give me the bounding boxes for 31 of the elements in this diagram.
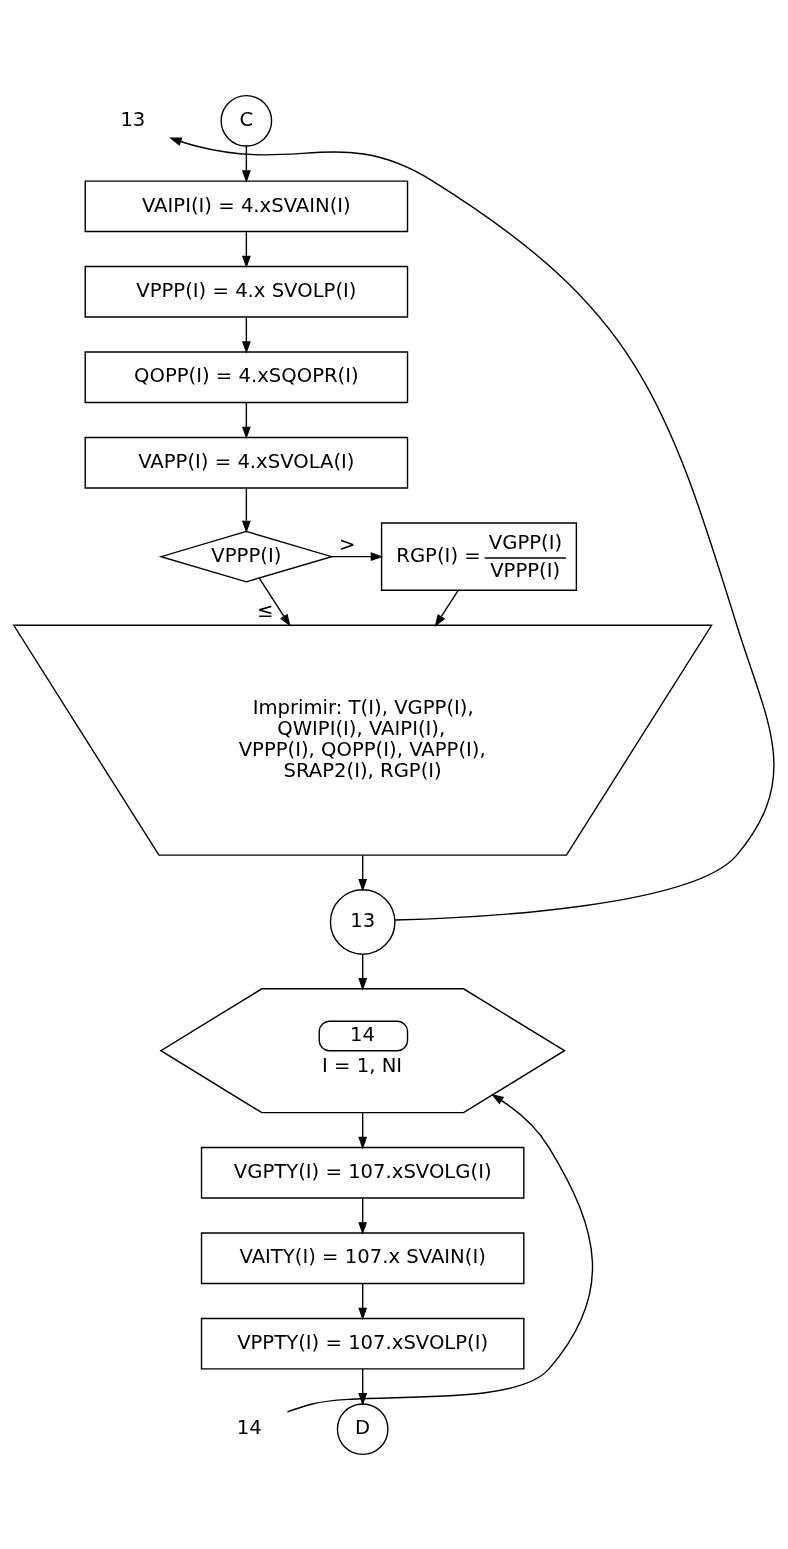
arrow <box>434 589 459 627</box>
node-box: VGPTY(I) = 107.xSVOLG(I) <box>200 1146 525 1199</box>
arrow <box>169 136 775 921</box>
node-text: 14 <box>236 1415 262 1439</box>
arrow <box>358 854 368 892</box>
node-box: VPPP(I) = 4.x SVOLP(I) <box>84 265 409 318</box>
arrow <box>241 230 251 268</box>
node-box: VAIPI(I) = 4.xSVAIN(I) <box>84 179 409 232</box>
arrow <box>358 1282 368 1320</box>
arrow <box>358 1111 368 1149</box>
node-circle: 13 <box>329 888 396 955</box>
arrow <box>241 486 251 533</box>
arrow <box>358 1196 368 1235</box>
node-circle: D <box>336 1402 389 1455</box>
arrow <box>331 551 384 561</box>
node-box: VAITY(I) = 107.x SVAIN(I) <box>200 1231 525 1284</box>
node-box: VPPTY(I) = 107.xSVOLP(I) <box>200 1317 525 1370</box>
arrow <box>358 1367 368 1406</box>
arrow <box>286 1093 594 1412</box>
arrow <box>241 144 251 183</box>
node-box: VAPP(I) = 4.xSVOLA(I) <box>84 436 409 489</box>
arrow <box>241 401 251 439</box>
node-box: QOPP(I) = 4.xSQOPR(I) <box>84 350 409 403</box>
edge-label: > <box>339 532 356 556</box>
arrow <box>241 315 251 354</box>
arrow <box>258 576 291 627</box>
node-diamond: VPPP(I) <box>158 530 335 583</box>
arrow <box>358 953 368 991</box>
node-text: 13 <box>120 107 146 131</box>
node-circle: C <box>220 94 273 147</box>
edge-label: ≤ <box>256 598 274 622</box>
